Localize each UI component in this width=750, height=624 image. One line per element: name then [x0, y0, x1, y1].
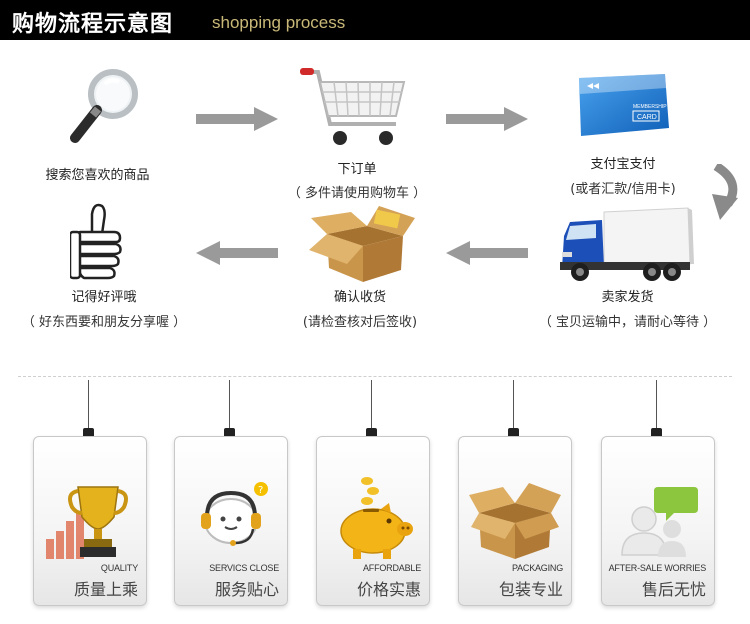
card-cn-label: 包装专业: [498, 580, 563, 599]
step-label: 卖家发货: [601, 290, 654, 305]
card-en-label: SERVICS CLOSE: [209, 563, 279, 573]
hang-clip: [508, 428, 519, 440]
shopping-cart-icon: [300, 68, 406, 145]
hang-string: [229, 380, 230, 430]
page-header: 购物流程示意图 shopping process: [0, 0, 750, 40]
step-order: 下订单 （ 多件请使用购物车 ）: [282, 60, 432, 205]
card-brand-text: CARD: [637, 114, 657, 121]
arrow-left-icon: [196, 241, 278, 265]
chat-user-icon: [621, 487, 698, 557]
feature-card: ? SERVICS CLOSE 服务贴心: [174, 436, 288, 606]
step-sub-label: （ 好东西要和朋友分享喔 ）: [21, 315, 187, 330]
hang-string: [88, 380, 89, 430]
step-review: 记得好评哦 （ 好东西要和朋友分享喔 ）: [14, 200, 194, 330]
feature-card: AFFORDABLE 价格实惠: [316, 436, 430, 606]
magnifier-icon: [70, 69, 138, 143]
card-cn-label: 价格实惠: [356, 580, 421, 599]
feature-card: AFTER-SALE WORRIES 售后无忧: [601, 436, 715, 606]
step-label: 搜索您喜欢的商品: [45, 168, 150, 183]
card-cn-label: 售后无忧: [641, 580, 706, 599]
card-en-label: QUALITY: [100, 563, 138, 573]
step-label: 记得好评哦: [71, 290, 137, 305]
step-sub-label: （ 多件请使用购物车 ）: [287, 186, 427, 201]
hang-string: [371, 380, 372, 430]
feature-card: PACKAGING 包装专业: [458, 436, 572, 606]
step-sub-label: (请检查核对后签收): [302, 315, 418, 330]
section-divider: [18, 376, 732, 377]
feature-card-service: ? SERVICS CLOSE 服务贴心: [174, 380, 288, 606]
hang-clip: [651, 428, 662, 440]
step-search: 搜索您喜欢的商品: [30, 60, 165, 190]
feature-card-packaging: PACKAGING 包装专业: [458, 380, 572, 606]
service-headset-icon: ?: [201, 482, 268, 546]
page-title: 购物流程示意图: [12, 12, 174, 37]
card-en-label: PACKAGING: [511, 563, 563, 573]
page-subtitle: shopping process: [212, 13, 346, 32]
piggy-bank-icon: [340, 477, 413, 559]
step-label: 支付宝支付: [590, 157, 656, 172]
feature-card-affordable: AFFORDABLE 价格实惠: [316, 380, 430, 606]
step-sub-label: （ 宝贝运输中，请耐心等待 ）: [538, 315, 717, 330]
card-en-label: AFTER-SALE WORRIES: [608, 563, 707, 573]
trophy-icon: [46, 486, 128, 559]
hang-string: [513, 380, 514, 430]
thumbs-up-icon: [70, 203, 122, 280]
package-box-icon: [469, 483, 561, 559]
step-receive: 确认收货 (请检查核对后签收): [285, 200, 435, 330]
step-payment: MEMBERSHIP CARD 支付宝支付 (或者汇款/信用卡): [553, 60, 693, 205]
feature-card-quality: QUALITY 质量上乘: [33, 380, 147, 606]
arrow-left-icon: [446, 241, 528, 265]
step-shipping: 卖家发货 （ 宝贝运输中，请耐心等待 ）: [520, 206, 735, 331]
card-en-label: AFFORDABLE: [362, 563, 421, 573]
svg-text:?: ?: [258, 485, 263, 496]
curved-arrow-icon: [712, 164, 738, 220]
step-label: 确认收货: [333, 290, 386, 305]
hang-clip: [224, 428, 235, 440]
feature-card-after-sale: AFTER-SALE WORRIES 售后无忧: [601, 380, 715, 606]
card-cn-label: 质量上乘: [73, 580, 138, 599]
card-member-text: MEMBERSHIP: [633, 104, 667, 110]
feature-card: QUALITY 质量上乘: [33, 436, 147, 606]
delivery-truck-icon: [560, 207, 694, 281]
hang-clip: [83, 428, 94, 440]
hang-string: [656, 380, 657, 430]
step-label: 下订单: [337, 162, 377, 177]
credit-card-icon: MEMBERSHIP CARD: [579, 74, 669, 136]
hang-clip: [366, 428, 377, 440]
arrow-right-icon: [196, 107, 278, 131]
step-sub-label: (或者汇款/信用卡): [570, 182, 676, 197]
arrow-right-icon: [446, 107, 528, 131]
open-box-icon: [309, 206, 415, 282]
card-cn-label: 服务贴心: [214, 580, 279, 599]
